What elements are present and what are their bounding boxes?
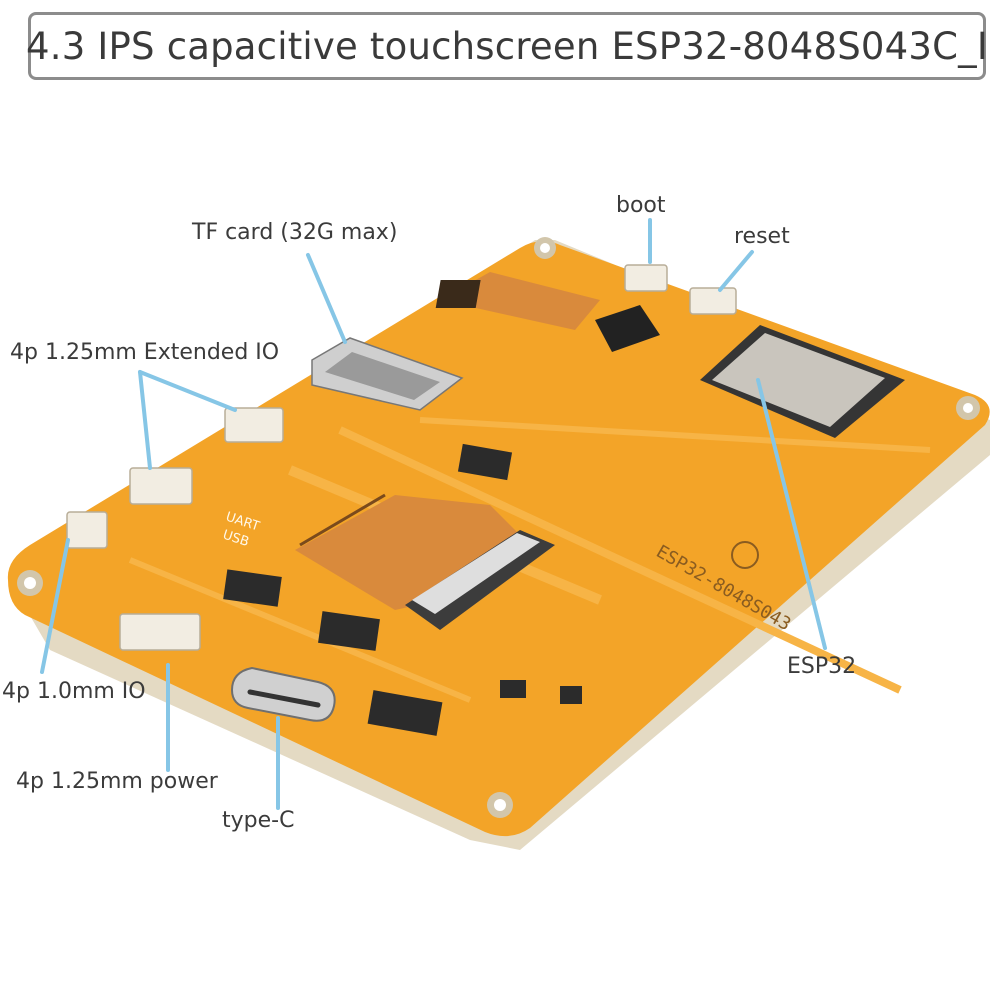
ic-chip xyxy=(500,680,526,698)
pcb-trace xyxy=(419,417,931,453)
flex-cable-top xyxy=(440,272,600,330)
ic-chip xyxy=(223,569,282,607)
label-extended-io: 4p 1.25mm Extended IO xyxy=(10,340,280,365)
flex-cable-display xyxy=(295,495,525,610)
typec-connector xyxy=(230,666,336,722)
label-tf-card: TF card (32G max) xyxy=(192,220,398,245)
pcb-trace xyxy=(338,426,902,694)
label-boot: boot xyxy=(616,193,666,218)
label-typec: type-C xyxy=(222,808,295,833)
title-box: 4.3 IPS capacitive touchscreen ESP32-804… xyxy=(26,12,988,80)
ic-chip xyxy=(367,690,443,736)
ic-chip xyxy=(318,611,380,651)
label-io-1mm: 4p 1.0mm IO xyxy=(2,679,146,704)
connector-boot xyxy=(66,264,737,651)
pcb-trace xyxy=(128,557,472,703)
label-power: 4p 1.25mm power xyxy=(16,769,218,794)
ic-chip xyxy=(560,686,582,704)
label-reset: reset xyxy=(734,224,790,249)
label-esp32: ESP32 xyxy=(787,654,857,679)
ce-mark xyxy=(731,541,759,569)
callout-lines xyxy=(40,218,827,810)
ic-chip xyxy=(457,443,513,481)
page-title: 4.3 IPS capacitive touchscreen ESP32-804… xyxy=(26,24,988,68)
